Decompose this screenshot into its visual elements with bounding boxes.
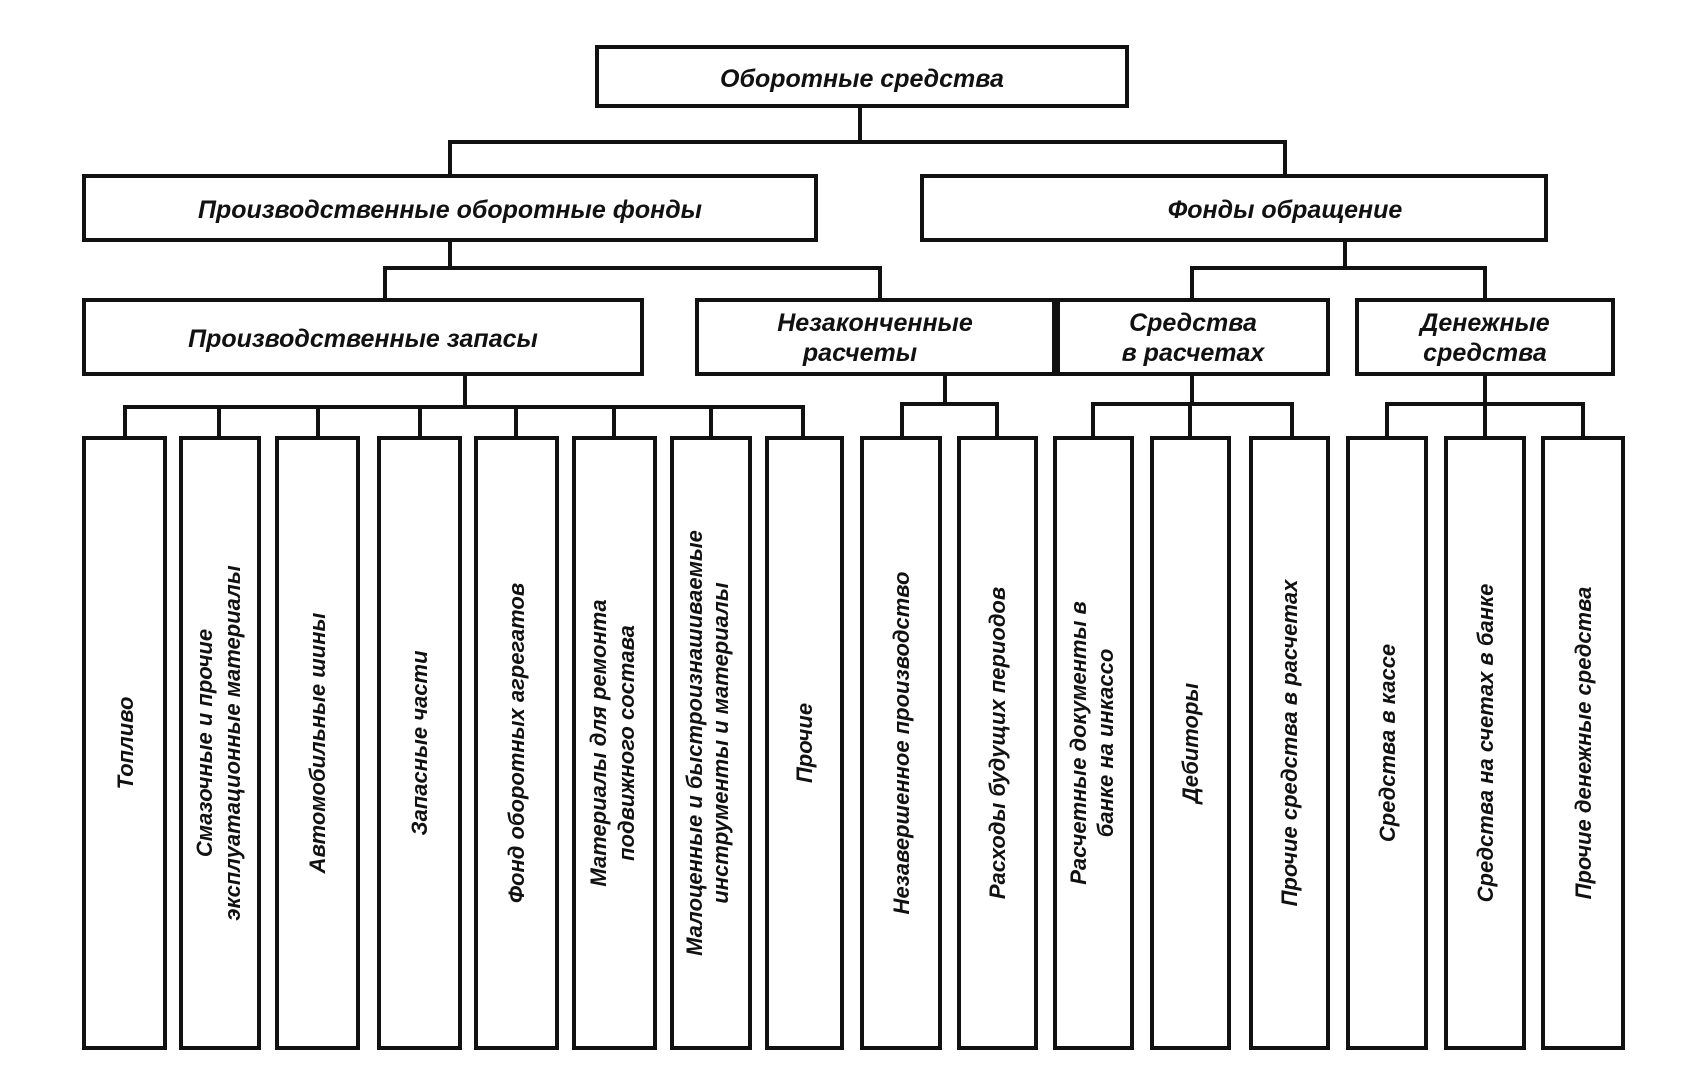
leaf-wip-label: Незавершенное производство — [889, 572, 914, 915]
leaf-tires-label: Автомобильные шины — [305, 612, 330, 874]
leaf-repair-materials: Материалы для ремонта подвижного состава — [572, 436, 657, 1050]
leaf-lubricants: Смазочные и прочие эксплуатационные мате… — [179, 436, 261, 1050]
leaf-units-fund: Фонд оборотных агрегатов — [474, 436, 559, 1050]
leaf-cash-desk-label: Средства в кассе — [1375, 644, 1400, 842]
node-production-stocks: Производственные запасы — [82, 298, 644, 376]
node-unfinished-label-1: Незаконченные — [777, 309, 973, 337]
node-settlement-label-2: в расчетах — [1122, 339, 1266, 367]
leaf-units-fund-label: Фонд оборотных агрегатов — [504, 583, 529, 903]
leaf-fuel: Топливо — [82, 436, 167, 1050]
leaf-spare-parts: Запасные части — [377, 436, 462, 1050]
node-settlement-label-1: Средства — [1129, 309, 1257, 337]
node-cash-label-2: средства — [1423, 339, 1547, 367]
node-cash-funds: Денежные средства — [1355, 298, 1615, 376]
leaf-cash-desk: Средства в кассе — [1346, 436, 1428, 1050]
leaf-wip: Незавершенное производство — [860, 436, 942, 1050]
node-cash-label-1: Денежные — [1418, 309, 1549, 337]
connectors — [123, 104, 1585, 440]
node-settlement-funds: Средства в расчетах — [1056, 298, 1330, 376]
leaf-future-expenses: Расходы будущих периодов — [957, 436, 1038, 1050]
node-production-funds-label: Производственные оборотные фонды — [198, 196, 702, 224]
leaf-other-settlements: Прочие средства в расчетах — [1249, 436, 1330, 1050]
leaf-repair-label-1: Материалы для ремонта — [586, 599, 611, 886]
leaf-docs-label-1: Расчетные документы в — [1066, 601, 1091, 885]
leaf-tools-label-2: инструменты и материалы — [708, 582, 733, 904]
leaf-repair-label-2: подвижного состава — [614, 625, 639, 861]
leaf-debtors: Дебиторы — [1150, 436, 1231, 1050]
leaf-settlement-docs: Расчетные документы в банке на инкассо — [1053, 436, 1134, 1050]
node-production-funds: Производственные оборотные фонды — [82, 174, 818, 242]
leaf-other-label: Прочие — [792, 703, 817, 783]
leaf-other-settlements-label: Прочие средства в расчетах — [1277, 579, 1302, 906]
leaf-other: Прочие — [765, 436, 844, 1050]
leaf-tires: Автомобильные шины — [275, 436, 360, 1050]
leaf-future-expenses-label: Расходы будущих периодов — [985, 587, 1010, 899]
node-unfinished-label-2: расчеты — [802, 339, 917, 367]
leaf-tools-label-1: Малоценные и быстроизнашиваемые — [682, 530, 707, 956]
leaf-bank-accounts: Средства на счетах в банке — [1444, 436, 1526, 1050]
node-circulation-funds-label: Фонды обращение — [1168, 196, 1403, 224]
leaf-low-value-tools: Малоценные и быстроизнашиваемые инструме… — [670, 436, 752, 1050]
leaf-spare-parts-label: Запасные части — [407, 650, 432, 836]
leaf-other-cash: Прочие денежные средства — [1541, 436, 1625, 1050]
node-root-label: Оборотные средства — [720, 65, 1004, 93]
leaf-other-cash-label: Прочие денежные средства — [1571, 587, 1596, 900]
leaf-docs-label-2: банке на инкассо — [1093, 649, 1118, 838]
node-production-stocks-label: Производственные запасы — [188, 325, 538, 353]
leaf-lubricants-label-1: Смазочные и прочие — [192, 629, 217, 857]
node-unfinished-settlements: Незаконченные расчеты — [695, 298, 1056, 376]
node-root: Оборотные средства — [595, 45, 1129, 108]
node-circulation-funds: Фонды обращение — [920, 174, 1548, 242]
leaf-lubricants-label-2: эксплуатационные материалы — [220, 565, 245, 921]
leaf-fuel-label: Топливо — [113, 697, 138, 790]
leaf-bank-accounts-label: Средства на счетах в банке — [1473, 584, 1498, 903]
leaf-debtors-label: Дебиторы — [1178, 683, 1203, 806]
